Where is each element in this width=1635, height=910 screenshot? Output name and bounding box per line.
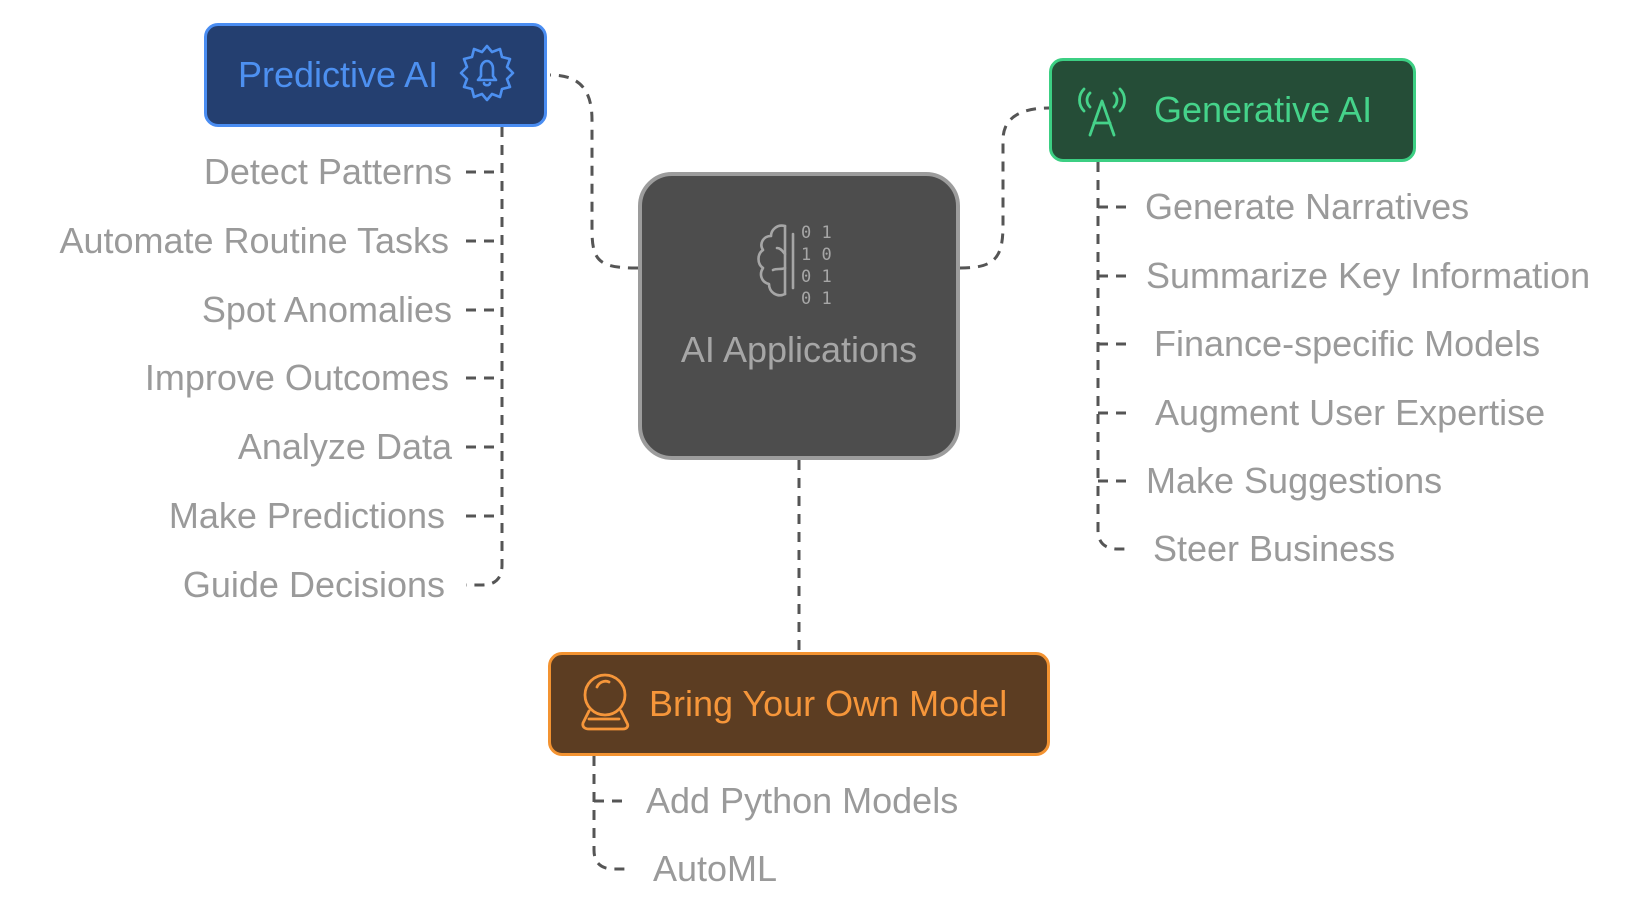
predictive-item: Automate Routine Tasks [59,220,449,261]
generative-item: Steer Business [1153,528,1396,569]
predictive-item: Detect Patterns [203,151,452,192]
svg-text:0 1: 0 1 [801,267,832,287]
predictive-ai-node: Predictive AI [204,23,547,127]
predictive-item: Make Predictions [168,495,445,536]
predictive-ai-title: Predictive AI [238,54,439,95]
svg-text:1 0: 1 0 [801,245,832,265]
generative-ai-title: Generative AI [1154,89,1373,130]
signal-a-icon [1072,77,1132,144]
byom-item: AutoML [653,848,778,889]
ai-applications-title: AI Applications [680,329,918,370]
predictive-item: Guide Decisions [182,564,445,605]
generative-item: Finance-specific Models [1154,323,1541,364]
generative-item: Summarize Key Information [1146,255,1591,296]
connector-center-predictive [549,73,639,270]
svg-text:0 1: 0 1 [801,289,832,309]
connector-center-generative [959,106,1050,270]
byom-title: Bring Your Own Model [649,683,1008,724]
generative-ai-node: Generative AI [1049,58,1416,162]
crystal-ball-icon [575,671,631,738]
brain-binary-icon: 0 1 1 0 0 1 0 1 [751,218,847,319]
gear-bell-icon [456,42,518,109]
generative-spine [1096,162,1132,551]
generative-item: Make Suggestions [1146,460,1443,501]
byom-node: Bring Your Own Model [548,652,1050,756]
byom-item: Add Python Models [646,780,959,821]
generative-item: Augment User Expertise [1155,392,1546,433]
predictive-item: Spot Anomalies [201,289,452,330]
ai-applications-node: 0 1 1 0 0 1 0 1 AI Applications [638,172,960,460]
byom-spine [592,756,628,871]
svg-text:0 1: 0 1 [801,223,832,243]
predictive-spine [466,127,504,587]
generative-item: Generate Narratives [1145,186,1470,227]
predictive-item: Analyze Data [237,426,452,467]
predictive-item: Improve Outcomes [144,357,449,398]
